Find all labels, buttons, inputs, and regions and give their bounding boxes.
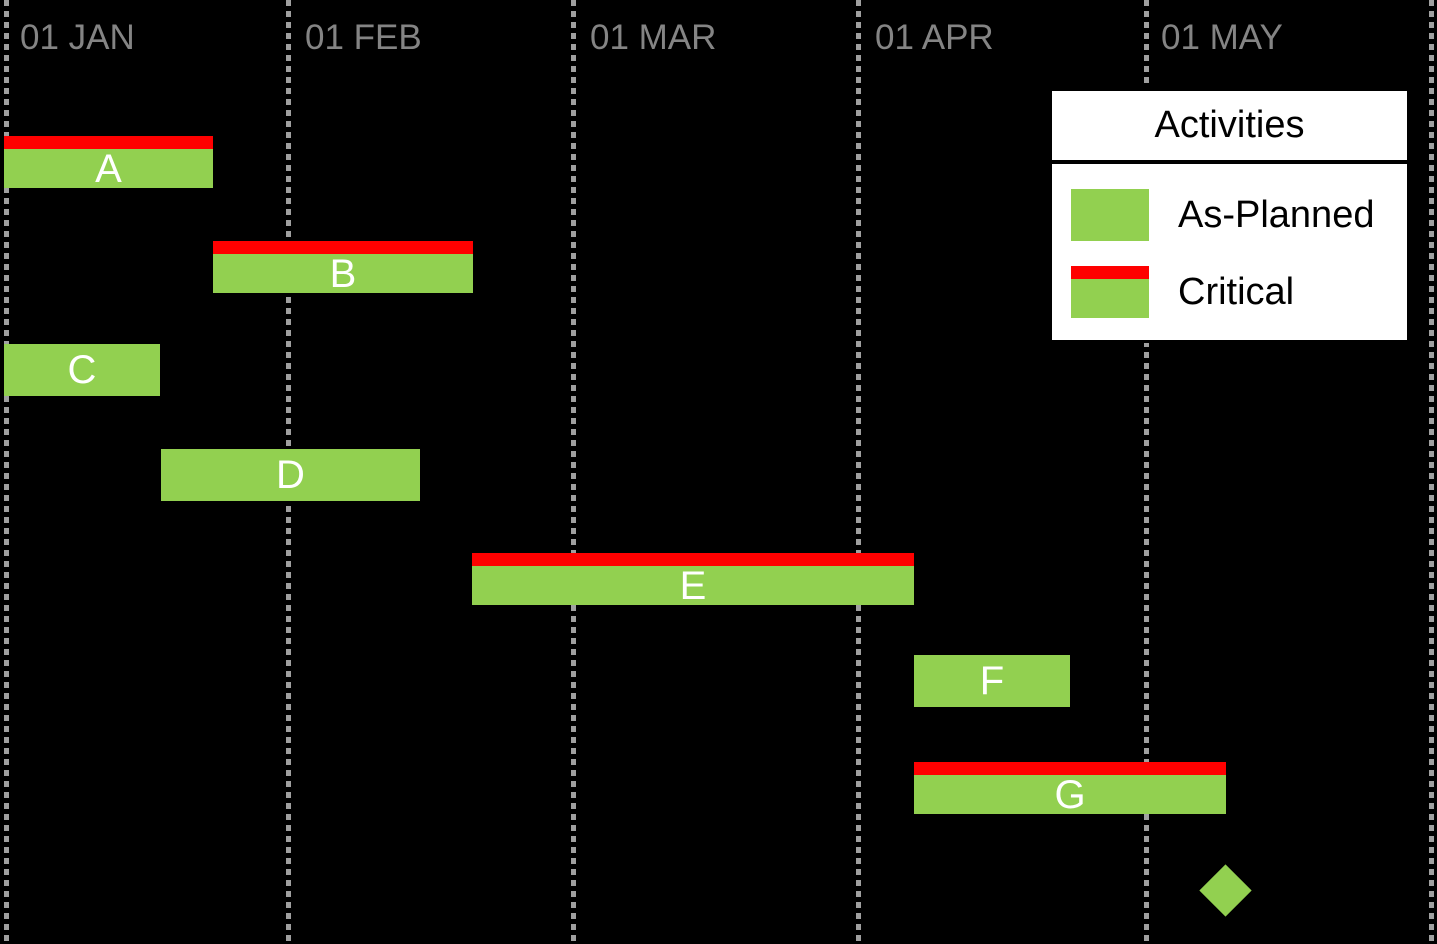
activity-bar-label: E <box>679 563 707 608</box>
legend-item-as-planned: As-Planned <box>1052 189 1407 241</box>
activity-bar-f: F <box>914 655 1070 707</box>
axis-tick-label: 01 JAN <box>20 18 135 57</box>
legend-title: Activities <box>1052 91 1407 164</box>
activity-bar-d: D <box>161 449 420 501</box>
activity-bar-c: C <box>4 344 160 396</box>
legend-item-label: Critical <box>1178 270 1295 313</box>
activity-bar-label: D <box>276 453 305 497</box>
gridline-01-apr <box>856 0 861 944</box>
legend-swatch-critical <box>1071 266 1149 318</box>
axis-tick-label: 01 APR <box>875 18 994 57</box>
legend-item-critical: Critical <box>1052 266 1407 318</box>
activity-bar-label: B <box>329 251 357 296</box>
activity-bar-a: A <box>4 136 213 191</box>
critical-stripe <box>472 553 914 566</box>
axis-tick-label: 01 FEB <box>305 18 422 57</box>
legend-item-label: As-Planned <box>1178 193 1375 236</box>
critical-stripe <box>213 241 473 254</box>
axis-tick-label: 01 MAR <box>590 18 717 57</box>
gridline-unlabeled <box>1429 0 1434 944</box>
legend-swatch-as-planned <box>1071 189 1149 241</box>
legend: Activities As-Planned Critical <box>1049 88 1410 343</box>
activity-bar-label: A <box>95 146 122 191</box>
gridline-01-mar <box>571 0 576 944</box>
gridline-01-jan <box>4 0 9 944</box>
activity-bar-label: F <box>979 659 1005 703</box>
legend-items: As-Planned Critical <box>1052 164 1407 340</box>
activity-bar-e: E <box>472 553 914 608</box>
gridline-01-may <box>1144 0 1149 944</box>
critical-stripe <box>4 136 213 149</box>
milestone-diamond <box>1199 864 1252 917</box>
activity-bar-label: C <box>67 348 97 392</box>
axis-tick-label: 01 MAY <box>1161 18 1283 57</box>
activity-bar-label: G <box>1054 772 1086 817</box>
activity-bar-g: G <box>914 762 1226 817</box>
critical-stripe <box>914 762 1226 775</box>
activity-bar-b: B <box>213 241 473 296</box>
